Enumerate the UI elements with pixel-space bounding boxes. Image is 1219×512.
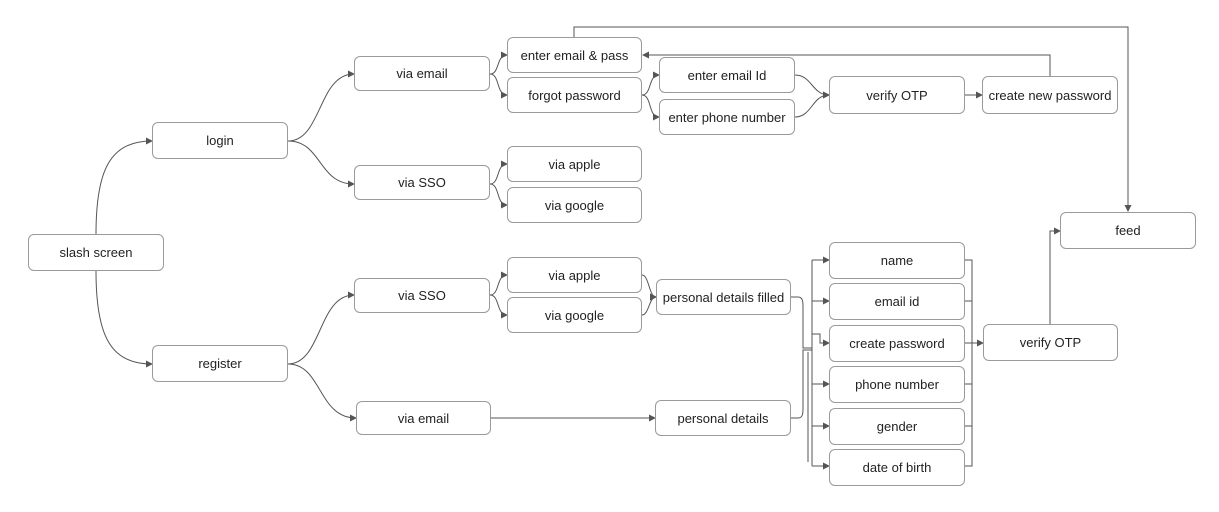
- edge-login-sso: [287, 140, 355, 188]
- login-via-email-node[interactable]: via email: [354, 56, 490, 91]
- edge-forgot-phone: [641, 94, 660, 121]
- edge-newpass-enterpass: [642, 51, 1051, 76]
- edge-phone-otp: [794, 91, 830, 118]
- edge-fields-bus: [965, 259, 973, 467]
- edge-rapple-pdf: [641, 274, 657, 301]
- edge-sso-apple: [489, 160, 508, 185]
- create-password-field-node[interactable]: create password: [829, 325, 965, 362]
- edge-enterpass-feed: [573, 26, 1132, 212]
- gender-field-node[interactable]: gender: [829, 408, 965, 445]
- edge-login-email: [287, 70, 355, 142]
- edge-rsso-google: [489, 294, 508, 319]
- edge-email-enterpass: [489, 51, 508, 75]
- login-node[interactable]: login: [152, 122, 288, 159]
- enter-phone-number-node[interactable]: enter phone number: [659, 99, 795, 135]
- edge-pdf-bracket: [791, 296, 812, 349]
- enter-email-id-node[interactable]: enter email Id: [659, 57, 795, 93]
- register-via-apple-node[interactable]: via apple: [507, 257, 642, 293]
- edge-email-forgot: [489, 73, 508, 99]
- edge-splash-login: [95, 137, 153, 235]
- edge-rsso-apple: [489, 271, 508, 296]
- edge-otp-feed: [1049, 227, 1061, 324]
- date-of-birth-field-node[interactable]: date of birth: [829, 449, 965, 486]
- forgot-password-node[interactable]: forgot password: [507, 77, 642, 113]
- edge-forgot-emailid: [641, 71, 660, 96]
- edge-to-createpass: [812, 333, 830, 347]
- verify-otp-login-node[interactable]: verify OTP: [829, 76, 965, 114]
- edge-pd-bracket: [791, 349, 812, 419]
- register-via-email-node[interactable]: via email: [356, 401, 491, 435]
- edge-rgoogle-pdf: [641, 293, 657, 316]
- register-via-sso-node[interactable]: via SSO: [354, 278, 490, 313]
- register-via-google-node[interactable]: via google: [507, 297, 642, 333]
- create-new-password-node[interactable]: create new password: [982, 76, 1118, 114]
- feed-node[interactable]: feed: [1060, 212, 1196, 249]
- login-via-apple-node[interactable]: via apple: [507, 146, 642, 182]
- edge-sso-google: [489, 183, 508, 209]
- edge-register-sso: [287, 291, 355, 365]
- personal-details-node[interactable]: personal details: [655, 400, 791, 436]
- edge-emailid-otp: [794, 74, 830, 99]
- splash-screen-node[interactable]: slash screen: [28, 234, 164, 271]
- login-via-google-node[interactable]: via google: [507, 187, 642, 223]
- phone-number-field-node[interactable]: phone number: [829, 366, 965, 403]
- name-field-node[interactable]: name: [829, 242, 965, 279]
- register-node[interactable]: register: [152, 345, 288, 382]
- login-via-sso-node[interactable]: via SSO: [354, 165, 490, 200]
- email-id-field-node[interactable]: email id: [829, 283, 965, 320]
- edge-splash-register: [95, 270, 153, 368]
- edge-register-email: [287, 363, 357, 422]
- verify-otp-register-node[interactable]: verify OTP: [983, 324, 1118, 361]
- personal-details-filled-node[interactable]: personal details filled: [656, 279, 791, 315]
- enter-email-pass-node[interactable]: enter email & pass: [507, 37, 642, 73]
